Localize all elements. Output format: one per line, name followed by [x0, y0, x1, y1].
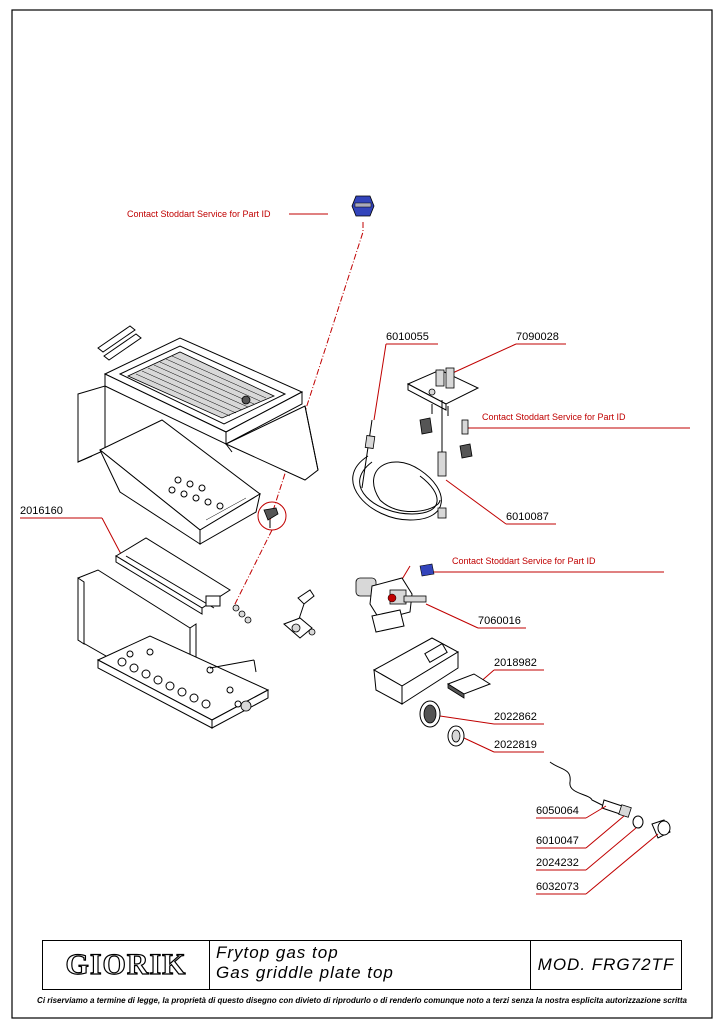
giorik-logo: GIORIK [65, 947, 187, 981]
model-number: MOD. FRG72TF [537, 955, 675, 974]
description-italian: Frytop gas top [216, 943, 339, 962]
description-english: Gas griddle plate top [216, 963, 394, 982]
part-label-2022819[interactable]: 2022819 [494, 739, 537, 751]
piezo-nut [632, 815, 644, 829]
bottom-tray [96, 635, 270, 729]
description-cell: Frytop gas top Gas griddle plate top [210, 941, 531, 989]
spark-electrode [437, 400, 447, 477]
part-label-6010055[interactable]: 6010055 [386, 331, 429, 343]
part-label-6050064[interactable]: 6050064 [536, 805, 579, 817]
copyright-notice: Ci riserviamo a termine di legge, la pro… [37, 996, 687, 1005]
pilot-burner [406, 367, 480, 416]
valve-screw [419, 563, 435, 577]
injector-part[interactable] [351, 195, 375, 217]
logo-cell: GIORIK [43, 941, 210, 989]
pilot-bracket [283, 589, 316, 639]
pilot-detail-circle[interactable] [257, 501, 287, 531]
part-label-6010047[interactable]: 6010047 [536, 835, 579, 847]
part-label-2016160[interactable]: 2016160 [20, 505, 63, 517]
part-label-2018982[interactable]: 2018982 [494, 657, 537, 669]
contact-label-valve[interactable]: Contact Stoddart Service for Part ID [452, 556, 596, 566]
piezo-igniter [601, 799, 632, 818]
drawing-frame [11, 9, 713, 1019]
part-label-6010087[interactable]: 6010087 [506, 511, 549, 523]
burner-box [99, 419, 261, 545]
contact-label-top[interactable]: Contact Stoddart Service for Part ID [127, 209, 271, 219]
part-label-7060016[interactable]: 7060016 [478, 615, 521, 627]
part-label-7090028[interactable]: 7090028 [516, 331, 559, 343]
contact-label-pilot[interactable]: Contact Stoddart Service for Part ID [482, 412, 626, 422]
part-label-2022862[interactable]: 2022862 [494, 711, 537, 723]
knob-ring [419, 700, 441, 728]
thermocouple [352, 419, 447, 521]
burner-fittings [232, 604, 252, 624]
part-label-6032073[interactable]: 6032073 [536, 881, 579, 893]
burner-tube [115, 537, 231, 615]
control-panel [372, 637, 460, 705]
pilot-screw [459, 419, 473, 459]
ignition-cable [549, 761, 605, 807]
control-knob [447, 725, 465, 747]
gas-valve [355, 577, 427, 633]
pilot-injector [419, 417, 433, 435]
knob-bezel [446, 673, 492, 699]
piezo-button [651, 819, 671, 839]
part-label-2024232[interactable]: 2024232 [536, 857, 579, 869]
title-block: GIORIK Frytop gas top Gas griddle plate … [42, 940, 682, 990]
griddle-top-housing [77, 325, 319, 481]
